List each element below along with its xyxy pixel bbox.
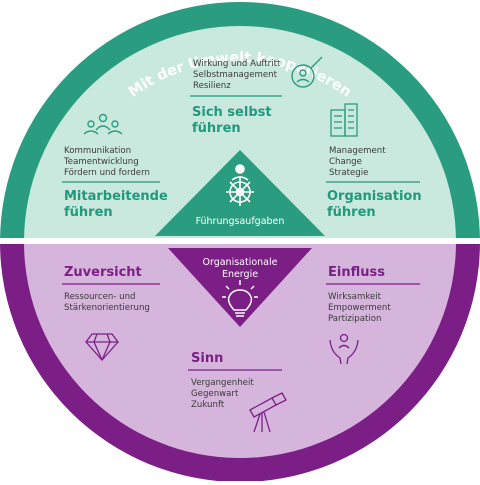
mitarbeitende-item-1: Kommunikation	[64, 146, 131, 156]
einfluss-item-1: Wirksamkeit	[328, 292, 382, 302]
mitarbeitende-title-2: führen	[64, 205, 113, 220]
einfluss-title: Einfluss	[328, 265, 385, 280]
lightbulb-icon	[222, 280, 258, 317]
center-bottom-label-2: Energie	[222, 269, 258, 280]
inner-fill-top	[24, 26, 456, 242]
center-top-label: Führungsaufgaben	[196, 216, 285, 227]
sich-selbst-title-2: führen	[192, 121, 241, 136]
hands-person-icon	[329, 333, 359, 365]
zuversicht-item-2: Stärkenorientierung	[64, 303, 150, 313]
mitarbeitende-item-3: Fördern und fordern	[64, 168, 150, 178]
sich-selbst-title-1: Sich selbst	[192, 105, 272, 120]
organisation-item-3: Strategie	[329, 168, 368, 178]
organisation-item-2: Change	[329, 157, 362, 167]
center-bottom-label-1: Organisationale	[202, 257, 277, 268]
sich-selbst-item-3: Resilienz	[193, 81, 231, 91]
organisation-title-2: führen	[327, 205, 376, 220]
telescope-icon	[249, 392, 287, 433]
inner-fill-bottom	[24, 242, 456, 458]
einfluss-item-3: Partizipation	[328, 314, 381, 324]
organisation-title-1: Organisation	[327, 189, 422, 204]
mitarbeitende-item-2: Teamentwicklung	[63, 157, 139, 167]
team-icon	[83, 113, 123, 135]
organisation-item-1: Management	[329, 146, 386, 156]
sinn-item-3: Zukunft	[191, 400, 225, 410]
ship-wheel-person-icon	[226, 164, 254, 206]
buildings-icon	[330, 103, 358, 137]
sinn-title: Sinn	[191, 351, 223, 366]
zuversicht-title: Zuversicht	[64, 265, 142, 280]
diamond-icon	[85, 333, 119, 361]
center-divider	[0, 238, 480, 244]
center-triangle-bottom	[168, 248, 312, 327]
zuversicht-item-1: Ressourcen- und	[64, 292, 136, 302]
sich-selbst-item-1: Wirkung und Auftritt	[193, 59, 281, 69]
sinn-item-2: Gegenwart	[191, 389, 239, 399]
einfluss-item-2: Empowerment	[328, 303, 391, 313]
sich-selbst-item-2: Selbstmanagement	[193, 70, 278, 80]
mitarbeitende-title-1: Mitarbeitende	[64, 189, 168, 204]
sinn-item-1: Vergangenheit	[191, 378, 254, 388]
person-magnifier-icon	[291, 56, 323, 88]
